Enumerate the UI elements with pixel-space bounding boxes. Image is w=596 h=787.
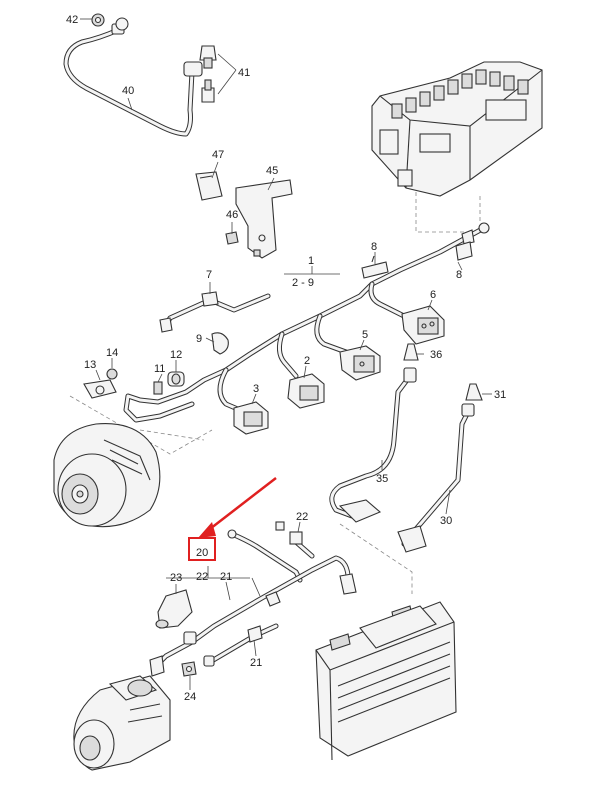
grommet-12 — [167, 371, 185, 387]
label-30: 30 — [440, 515, 452, 527]
label-22: 22 — [196, 571, 208, 583]
ground-strap-40 — [63, 17, 203, 137]
bracket-13 — [83, 379, 117, 399]
label-20: 20 — [196, 547, 208, 559]
label-41: 41 — [238, 67, 250, 79]
label-9: 9 — [196, 333, 202, 345]
cable-35 — [329, 367, 417, 523]
label-21: 21 — [220, 571, 232, 583]
label-36: 36 — [430, 349, 442, 361]
label-40: 40 — [122, 85, 134, 97]
cable-21 — [203, 623, 279, 667]
label-7: 7 — [206, 269, 212, 281]
wiring-harness-1 — [123, 222, 490, 423]
cable-30 — [397, 403, 475, 553]
red-arrowhead-icon — [198, 522, 216, 538]
label-8a: 8 — [371, 241, 377, 253]
connector-3 — [233, 401, 269, 435]
stud-41 — [199, 45, 217, 103]
label-22-sensor: 22 — [296, 511, 308, 523]
connector-2 — [287, 373, 325, 409]
red-highlight-box — [188, 537, 216, 561]
fuse-relay-carrier — [371, 61, 543, 197]
label-14: 14 — [106, 347, 118, 359]
nut-42 — [91, 13, 105, 27]
highlight-annotation — [188, 477, 277, 561]
red-arrow-line — [205, 477, 277, 533]
label-35: 35 — [376, 473, 388, 485]
label-5: 5 — [362, 329, 368, 341]
label-24: 24 — [184, 691, 196, 703]
label-2: 2 — [304, 355, 310, 367]
label-46: 46 — [226, 209, 238, 221]
starter-cable-20 — [149, 529, 357, 677]
label-31: 31 — [494, 389, 506, 401]
nut-14 — [106, 368, 118, 380]
bracket-23 — [155, 589, 193, 629]
label-13: 13 — [84, 359, 96, 371]
label-21-lower: 21 — [250, 657, 262, 669]
part-11 — [153, 381, 163, 395]
battery — [315, 601, 457, 761]
callout-labels: 42 41 40 47 45 46 1 2 - 9 8 8 7 6 9 5 36… — [66, 14, 506, 703]
label-23: 23 — [170, 572, 182, 584]
clip-47 — [195, 171, 223, 201]
label-47: 47 — [212, 149, 224, 161]
dash-carrier — [415, 192, 480, 233]
starter-motor — [73, 675, 171, 771]
leader-lines — [80, 18, 492, 690]
cap-31 — [465, 383, 483, 401]
clip-9 — [211, 332, 229, 355]
label-8b: 8 — [456, 269, 462, 281]
nut-46 — [225, 231, 239, 245]
label-42: 42 — [66, 14, 78, 26]
label-2-9: 2 - 9 — [292, 277, 314, 289]
label-1: 1 — [308, 255, 314, 267]
dash-alternator — [69, 395, 213, 455]
sensor-22 — [275, 521, 315, 559]
label-6: 6 — [430, 289, 436, 301]
label-12: 12 — [170, 349, 182, 361]
label-11: 11 — [154, 363, 165, 375]
bracket-45 — [235, 179, 293, 259]
alternator — [53, 423, 161, 528]
cap-36 — [403, 343, 419, 361]
dash-battery — [339, 523, 413, 594]
nut-24 — [181, 661, 197, 677]
label-3: 3 — [253, 383, 259, 395]
clip-8b — [455, 241, 473, 261]
connector-6 — [401, 305, 445, 345]
connector-5 — [339, 345, 381, 381]
dash-alternator-b — [139, 429, 205, 441]
clip-8a — [361, 255, 389, 279]
label-45: 45 — [266, 165, 278, 177]
